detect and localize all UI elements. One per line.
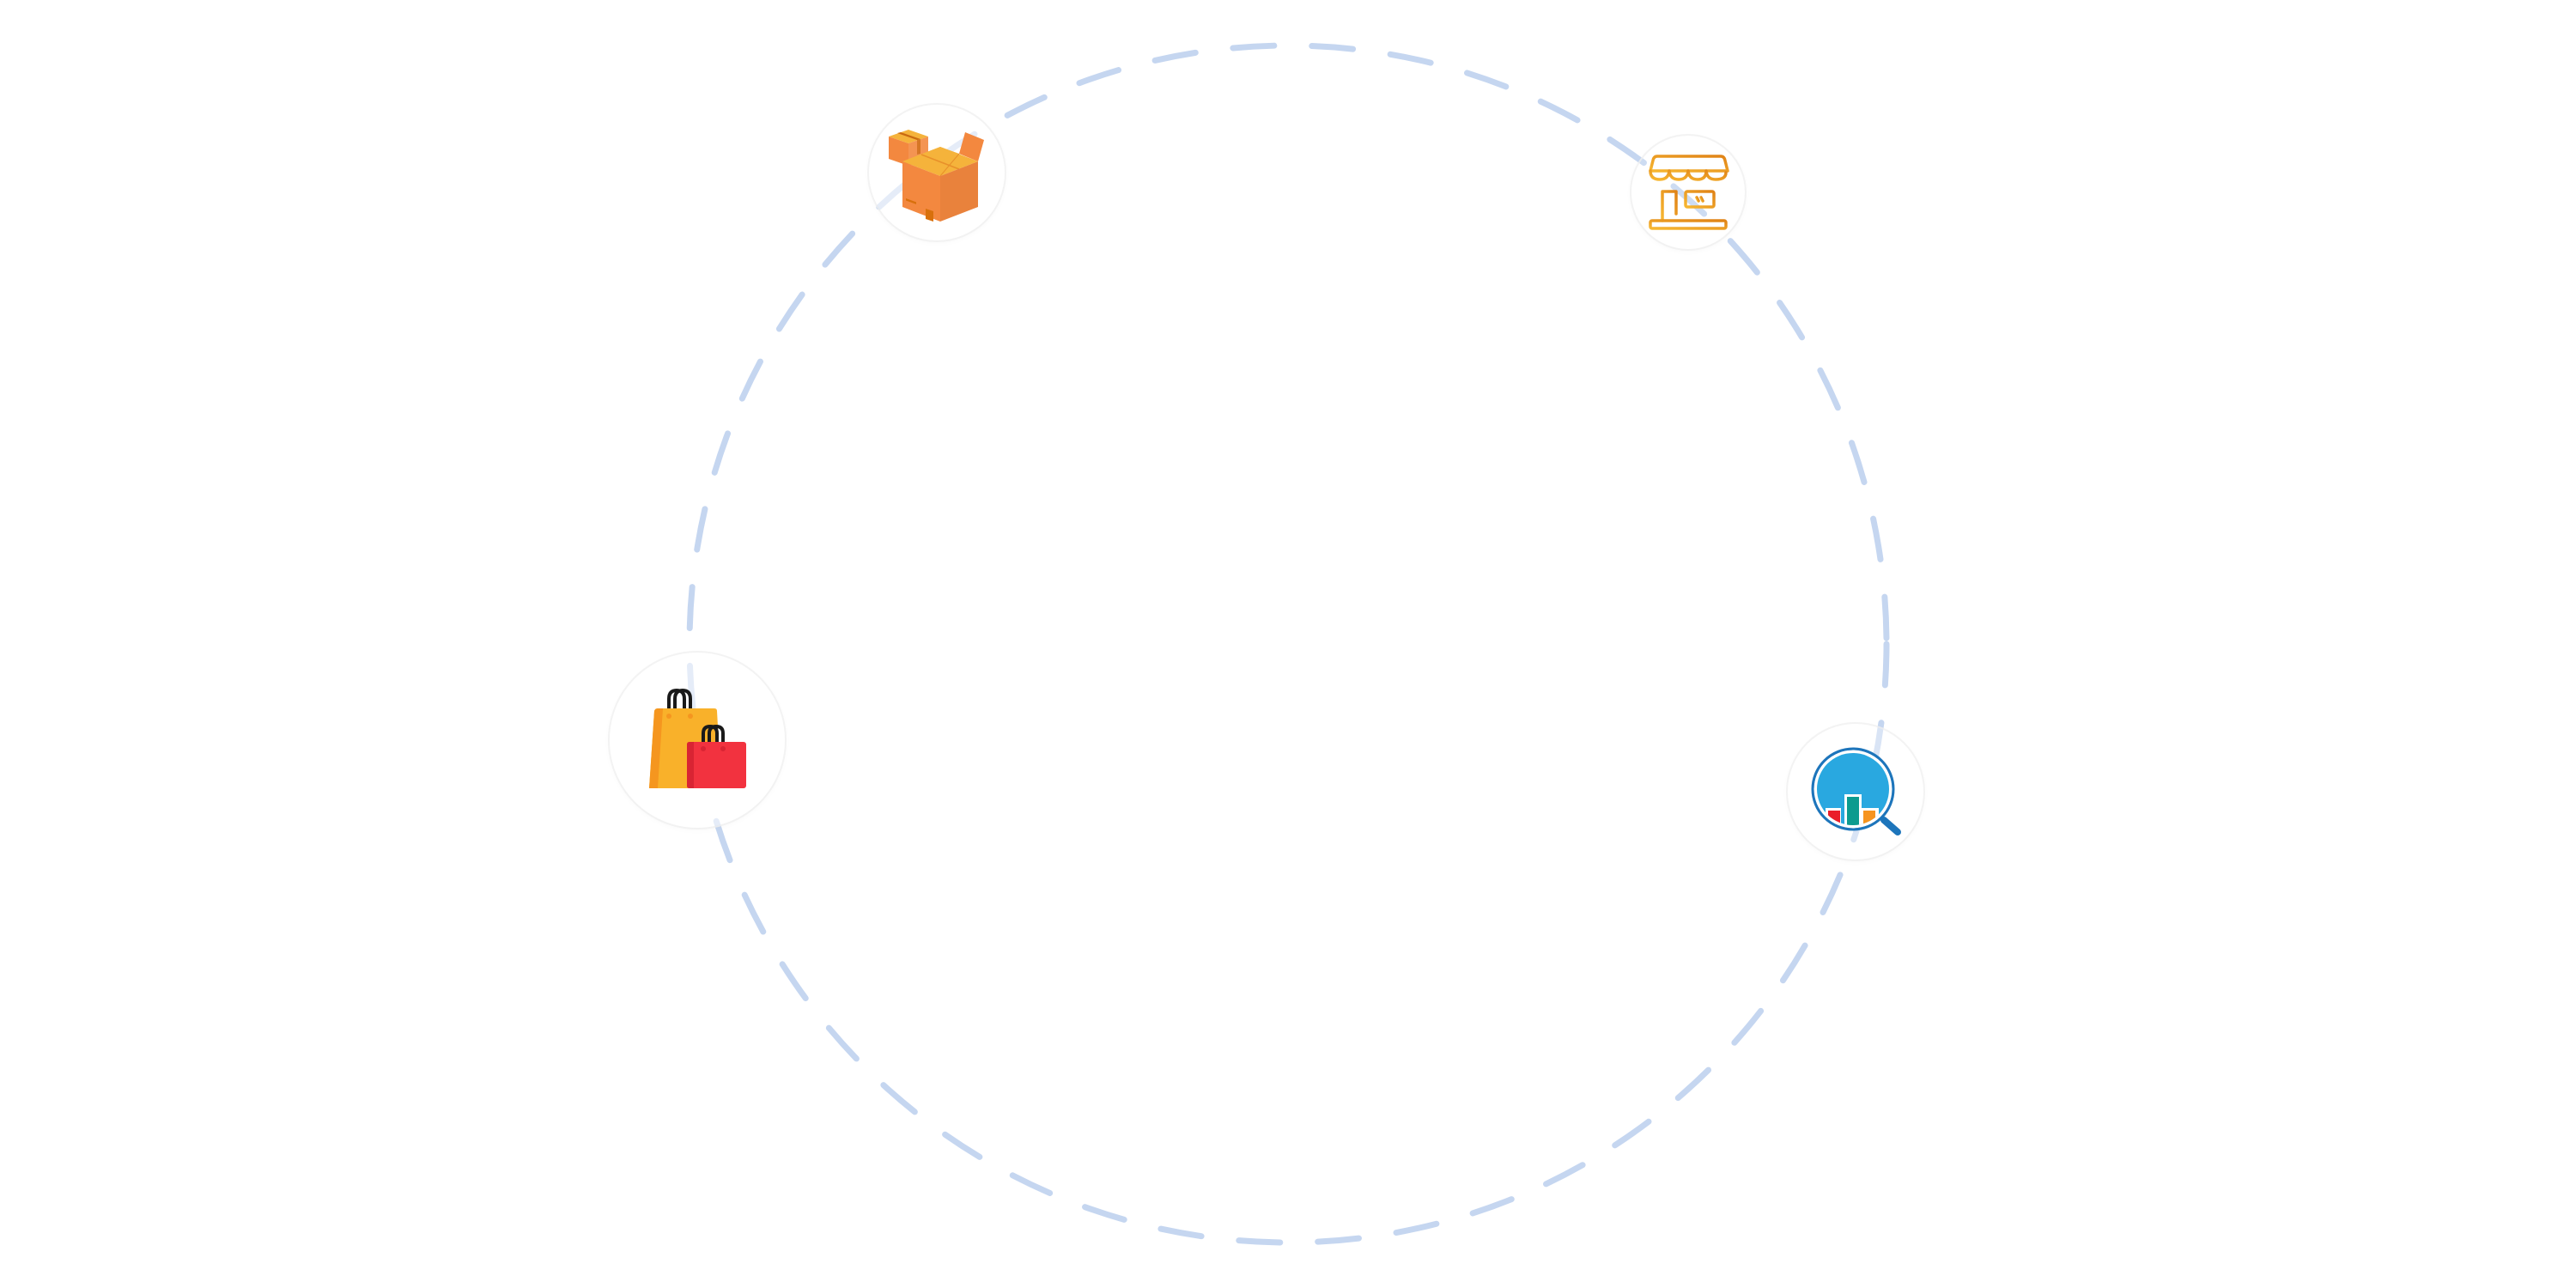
dashed-orbit-ring — [686, 42, 1890, 1246]
node-shopping[interactable] — [610, 653, 785, 828]
node-storefront[interactable] — [1631, 136, 1745, 249]
open-cardboard-boxes-icon — [889, 130, 984, 222]
storefront-icon — [1649, 155, 1729, 230]
node-analytics[interactable] — [1788, 724, 1923, 860]
shopping-bags-icon — [649, 688, 746, 788]
node-packages[interactable] — [869, 105, 1005, 240]
magnifier-bar-chart-icon — [1811, 747, 1901, 835]
